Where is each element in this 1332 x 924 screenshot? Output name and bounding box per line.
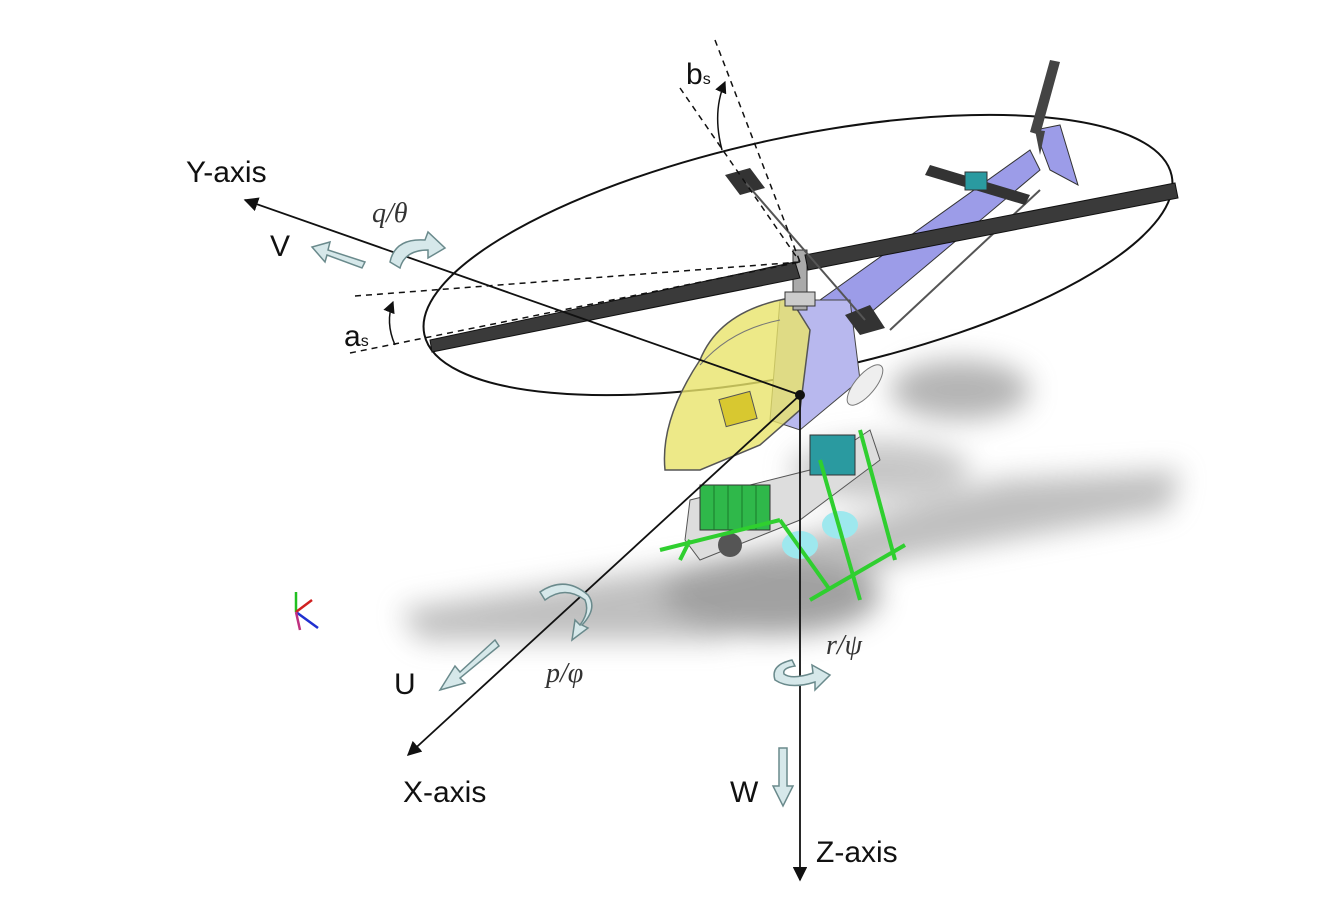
p-phi-label: p/φ	[546, 658, 584, 689]
y-axis-label: Y-axis	[186, 156, 267, 189]
a-s-subscript: s	[360, 333, 369, 350]
a-s-angle-arrow	[383, 300, 396, 346]
main-rotor-blades	[429, 168, 1179, 353]
canopy	[663, 297, 811, 471]
b-s-reference-lines	[679, 39, 801, 263]
b-s-label: bs	[686, 60, 711, 90]
tail-boom	[819, 60, 1079, 331]
u-arrow	[438, 638, 501, 692]
w-label: W	[730, 776, 759, 809]
b-s-subscript: s	[702, 71, 711, 88]
rotation-arrows	[389, 230, 832, 692]
b-s-main: b	[686, 58, 703, 91]
x-axis-label: X-axis	[403, 776, 487, 809]
p-phi-rotation-arrow	[538, 583, 593, 642]
fuselage	[663, 249, 884, 561]
v-arrow	[310, 240, 367, 269]
velocity-arrows	[310, 240, 795, 808]
y-axis-line	[243, 197, 801, 396]
battery-pack	[699, 484, 771, 531]
landing-skids	[659, 429, 907, 602]
a-s-reference-lines	[349, 261, 801, 354]
v-label: V	[270, 230, 291, 263]
q-theta-rotation-arrow	[389, 230, 447, 270]
body-axes	[243, 197, 808, 882]
coordinate-triad-icon	[294, 592, 319, 631]
q-theta-label: q/θ	[372, 198, 408, 229]
r-psi-rotation-arrow	[773, 659, 832, 692]
a-s-label: as	[344, 322, 369, 352]
b-s-angle-arrow	[715, 80, 727, 151]
u-label: U	[394, 668, 416, 701]
a-s-main: a	[344, 320, 361, 353]
r-psi-label: r/ψ	[826, 630, 863, 661]
fuel-tank	[809, 434, 856, 476]
center-of-gravity	[795, 390, 805, 400]
z-axis-label: Z-axis	[816, 836, 898, 869]
w-arrow	[771, 747, 795, 808]
x-axis-line	[406, 394, 801, 756]
